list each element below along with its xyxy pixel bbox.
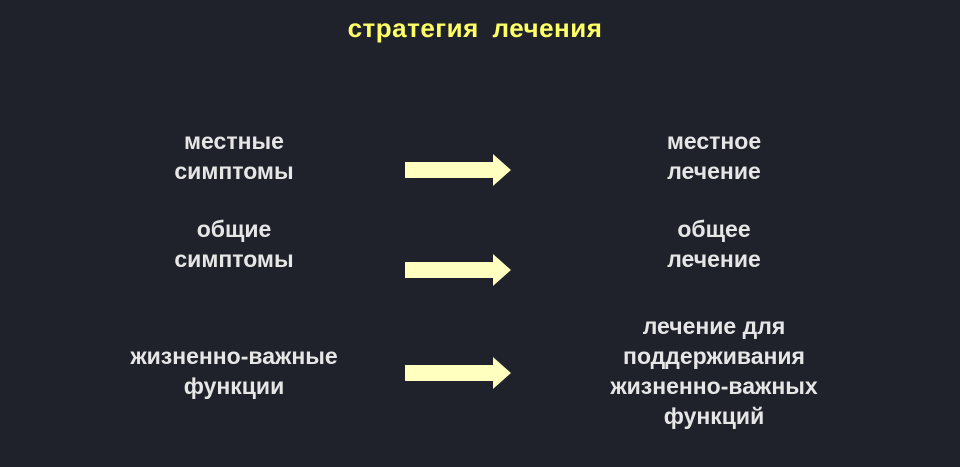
- right-label-line: лечение для: [642, 313, 786, 339]
- left-label-line: симптомы: [174, 246, 294, 272]
- left-label-general-symptoms: общие симптомы: [134, 214, 334, 274]
- right-label-line: лечение: [667, 246, 761, 272]
- left-label-line: общие: [196, 216, 272, 242]
- slide-title: стратегия лечения: [347, 13, 603, 43]
- right-label-general-treatment: общее лечение: [614, 214, 814, 274]
- arrow-icon: [405, 154, 511, 186]
- left-label-local-symptoms: местные симптомы: [134, 126, 334, 186]
- right-label-vital-support-treatment: лечение для поддерживания жизненно-важны…: [574, 311, 854, 431]
- right-label-local-treatment: местное лечение: [614, 126, 814, 186]
- right-label-line: общее: [677, 216, 751, 242]
- right-label-line: жизненно-важных: [610, 373, 818, 399]
- left-label-line: жизненно-важные: [130, 343, 338, 369]
- right-label-line: поддерживания: [623, 343, 805, 369]
- arrow-icon: [405, 254, 511, 286]
- left-label-line: местные: [184, 128, 284, 154]
- left-label-vital-functions: жизненно-важные функции: [94, 341, 374, 401]
- right-label-line: функций: [663, 403, 765, 429]
- arrow-icon: [405, 357, 511, 389]
- right-label-line: лечение: [667, 158, 761, 184]
- left-label-line: симптомы: [174, 158, 294, 184]
- right-label-line: местное: [666, 128, 762, 154]
- left-label-line: функции: [183, 373, 285, 399]
